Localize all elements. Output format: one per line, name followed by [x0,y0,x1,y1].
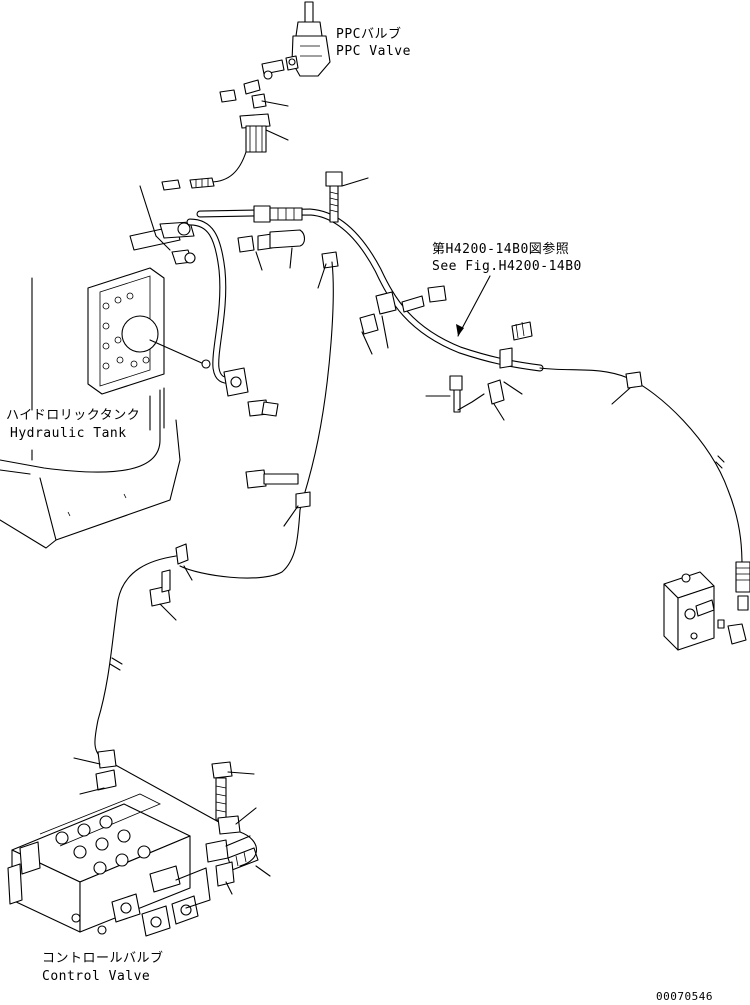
leader-line [317,263,327,289]
leader-line [225,881,233,895]
leader-line [283,505,299,527]
leader-line [457,393,485,411]
leader-line [73,757,101,765]
leader-line [261,100,289,107]
leader-line [361,331,373,355]
hydraulic-tank-label-en: Hydraulic Tank [10,426,127,441]
upper-bracket [129,221,196,265]
pilot-hose-lower [179,509,301,579]
upper-tube-nut [253,205,303,223]
pilot-hose-middle [299,261,334,511]
drawing-number: 00070546 [656,990,713,1003]
leader-line [381,315,389,349]
right-valve-block [663,561,750,651]
steel-tube-left [186,218,240,386]
leader-line [611,387,631,405]
right-hose-clamp [625,371,643,389]
middle-hose-clamps [237,229,339,269]
ppc-valve [285,1,331,77]
pilot-hose-top [209,151,247,183]
control-valve [7,793,211,937]
tank-fitting [223,367,279,417]
leader-line [139,185,157,237]
reference-arrow [457,275,491,337]
leader-line [149,339,205,365]
control-valve-label-jp: コントロールバルブ [42,950,164,966]
leader-line [289,247,293,269]
ppc-fittings [219,59,285,153]
leader-line [503,381,523,395]
leader-line [493,403,505,421]
right-tube-clamps [359,285,533,413]
lower-left-clamp [149,543,189,607]
pilot-hose-loop [239,831,257,867]
leader-line [79,787,105,795]
leader-line [255,865,271,877]
pilot-hose-cross [109,761,227,827]
ppc-valve-label-jp: PPCバルブ [336,26,401,42]
see-fig-label-jp: 第H4200-14B0図参照 [432,241,569,257]
hose-fittings-top [161,177,215,191]
see-fig-label-en: See Fig.H4200-14B0 [432,259,582,274]
hydraulic-tank [0,267,181,549]
leader-line [183,565,193,581]
break-mark [109,657,123,671]
ppc-valve-label-en: PPC Valve [336,44,411,59]
control-valve-clamps [95,749,259,887]
steel-tube-upper [196,208,544,372]
leader-line [255,251,263,271]
leader-line [265,129,289,141]
leader-line [159,603,177,621]
pilot-hose-right [539,367,743,581]
hydraulic-tank-label-jp: ハイドロリックタンク [6,408,140,423]
leader-line [155,235,171,251]
control-valve-label-en: Control Valve [42,969,150,984]
pilot-hose-left [94,555,177,761]
leader-line [227,771,255,775]
leader-line [235,807,257,825]
leader-line [341,177,369,187]
leader-line [225,835,251,847]
middle-bolt [245,469,311,509]
break-mark [715,455,725,469]
